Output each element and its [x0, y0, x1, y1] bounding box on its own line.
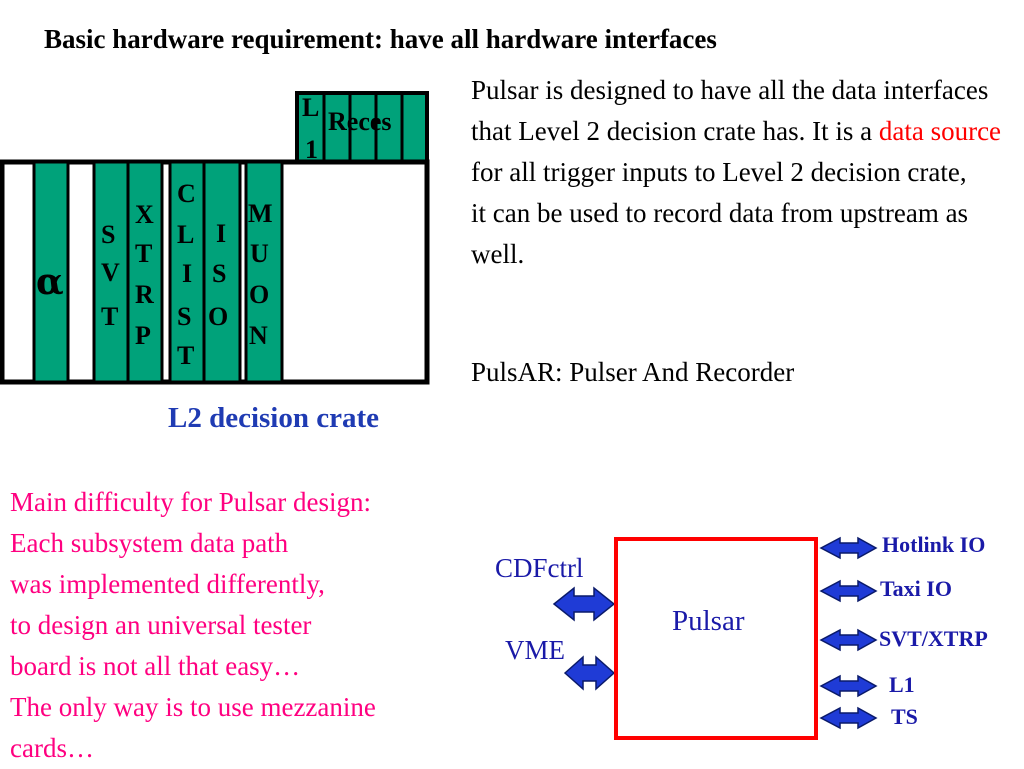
cdfctrl-label: CDFctrl	[495, 553, 584, 583]
clist-letter: I	[182, 259, 192, 288]
top-module	[295, 91, 429, 164]
difficulty-line: Each subsystem data path	[10, 528, 289, 558]
iso-letter: S	[212, 259, 226, 288]
description-para-1: Pulsar is designed to have all the data …	[471, 70, 1016, 193]
data-source-highlight: data source	[878, 116, 1002, 146]
io-label-hotlink: Hotlink IO	[882, 532, 986, 557]
l1-arrow	[819, 674, 878, 698]
pulsar-box	[614, 537, 818, 740]
xtrp-letter: X	[135, 200, 154, 229]
reces-label: Reces	[328, 107, 392, 136]
difficulty-text: Main difficulty for Pulsar design: Each …	[10, 482, 480, 769]
difficulty-line: cards…	[10, 733, 94, 763]
vme-label: VME	[505, 635, 565, 665]
io-label-svt-xtrp: SVT/XTRP	[879, 626, 988, 651]
difficulty-line: board is not all that easy…	[10, 651, 301, 681]
description-part: Pulsar is designed to have all the data …	[471, 75, 989, 146]
slot-muon	[244, 160, 284, 384]
muon-letter: M	[248, 199, 273, 228]
muon-letter: U	[250, 239, 269, 268]
pulsar-label: Pulsar	[672, 605, 745, 637]
slot-clist	[168, 160, 206, 384]
hotlink-arrow	[819, 536, 878, 560]
muon-letter: O	[249, 280, 269, 309]
difficulty-line: The only way is to use mezzanine	[10, 692, 376, 722]
svt-xtrp-arrow	[819, 628, 878, 652]
xtrp-letter: R	[135, 280, 154, 309]
l1-label-bottom: 1	[305, 135, 318, 164]
io-label-ts: TS	[891, 704, 918, 729]
svt-letter: T	[101, 302, 118, 331]
clist-letter: C	[177, 179, 196, 208]
alpha-label: α	[36, 261, 64, 303]
slot-alpha	[32, 160, 70, 384]
description-para-2: it can be used to record data from upstr…	[471, 198, 969, 269]
io-label-l1: L1	[889, 672, 915, 697]
clist-letter: S	[177, 302, 191, 331]
difficulty-line: to design an universal tester	[10, 610, 312, 640]
description-text: Pulsar is designed to have all the data …	[471, 70, 1016, 275]
xtrp-letter: P	[135, 321, 151, 350]
description-part-end: for all trigger inputs to Level 2 decisi…	[471, 157, 967, 187]
slot-svt	[92, 160, 130, 384]
iso-letter: I	[216, 219, 226, 248]
iso-letter: O	[208, 302, 228, 331]
page-title: Basic hardware requirement: have all har…	[44, 24, 717, 54]
muon-letter: N	[249, 321, 268, 350]
slot-iso	[202, 160, 242, 384]
cdfctrl-arrow	[552, 586, 616, 622]
clist-letter: L	[177, 220, 194, 249]
taxi-arrow	[819, 579, 878, 603]
difficulty-line: Main difficulty for Pulsar design:	[10, 487, 371, 517]
l1-label-top: L	[302, 93, 319, 122]
crate-label: L2 decision crate	[168, 402, 380, 434]
difficulty-line: was implemented differently,	[10, 569, 325, 599]
xtrp-letter: T	[135, 239, 152, 268]
ts-arrow	[819, 706, 878, 730]
pulsar-acronym: PulsAR: Pulser And Recorder	[471, 357, 795, 387]
io-label-taxi: Taxi IO	[880, 576, 952, 601]
vme-arrow	[563, 655, 616, 691]
clist-letter: T	[177, 341, 194, 370]
svt-letter: S	[101, 220, 115, 249]
slot-xtrp	[126, 160, 164, 384]
svt-letter: V	[101, 258, 120, 287]
l2-crate-diagram: L 1 Reces α S V T X T R P C L I S T I S …	[0, 91, 430, 385]
